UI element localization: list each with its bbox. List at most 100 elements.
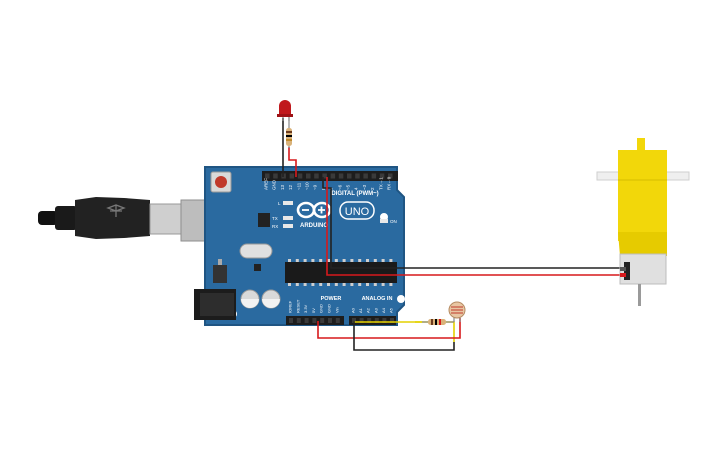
top-pin-label: GND <box>272 179 277 190</box>
chip-pin <box>358 283 362 286</box>
analog-pin-label: A3 <box>373 307 378 313</box>
chip-pin <box>366 283 369 286</box>
chip-pin <box>288 259 291 262</box>
top-pin-label: 12 <box>288 184 293 190</box>
header-pin[interactable] <box>388 173 393 179</box>
header-pin[interactable] <box>306 173 311 179</box>
tx-led-label: TX <box>272 216 278 221</box>
header-pin[interactable] <box>297 173 303 179</box>
top-pin-label: ~5 <box>346 184 351 190</box>
header-pin[interactable] <box>314 173 319 179</box>
analog-pin-label: A1 <box>358 307 363 313</box>
chip-pin <box>389 259 393 262</box>
header-pin[interactable] <box>371 173 377 179</box>
power-pin-label: 5V <box>311 308 316 313</box>
analog-pin[interactable] <box>352 318 356 323</box>
wires <box>282 118 622 351</box>
model-text: UNO <box>345 206 370 218</box>
power-pin[interactable] <box>335 318 340 323</box>
chip-pin <box>366 259 369 262</box>
ldr-power-wire[interactable] <box>317 318 461 339</box>
header-pin[interactable] <box>379 173 385 179</box>
header-pin[interactable] <box>363 173 368 179</box>
power-pin-label: RESET <box>295 299 300 313</box>
smd-component <box>254 264 261 271</box>
motor-ground-wire[interactable] <box>322 177 622 269</box>
header-pin[interactable] <box>265 173 270 179</box>
analog-pin[interactable] <box>374 318 379 323</box>
analog-pin-label: A4 <box>381 307 386 313</box>
power-pin[interactable] <box>328 318 332 323</box>
header-pin[interactable] <box>355 173 360 179</box>
chip-pin <box>319 283 323 286</box>
led-signal-wire[interactable] <box>288 147 297 177</box>
analog-pin[interactable] <box>359 318 364 323</box>
header-pin[interactable] <box>330 173 336 179</box>
power-pin-label: Vin <box>334 307 339 313</box>
usb-logo-icon <box>106 204 126 217</box>
power-pin[interactable] <box>304 318 309 323</box>
top-pin-label: ~11 <box>296 182 301 190</box>
top-pin-label: RX←0 <box>387 176 392 190</box>
red-led[interactable] <box>277 100 293 121</box>
header-pin[interactable] <box>289 173 295 179</box>
uno-badge <box>339 201 375 220</box>
digital-header-label: DIGITAL (PWM~) <box>331 191 378 197</box>
top-pin-label: 2 <box>370 187 375 190</box>
dc-gear-motor[interactable] <box>596 138 690 306</box>
power-led-label: ON <box>390 219 397 224</box>
top-pin-label: ~3 <box>362 184 367 190</box>
analog-pin[interactable] <box>367 318 372 323</box>
brand-text: ARDUINO <box>300 223 328 229</box>
chip-pin <box>334 283 338 286</box>
power-pin-label: IOREF <box>288 300 293 313</box>
chip-pin <box>303 259 307 262</box>
l-led-label: L <box>278 201 281 206</box>
power-pin[interactable] <box>289 318 293 323</box>
chip-pin <box>303 283 307 286</box>
motor-power-wire[interactable] <box>326 177 622 276</box>
chip-pin <box>381 259 385 262</box>
digital-header <box>262 171 398 181</box>
chip-pin <box>342 259 346 262</box>
power-pin[interactable] <box>312 318 317 323</box>
chip-pin <box>334 259 338 262</box>
crystal-oscillator <box>239 243 273 259</box>
header-pin[interactable] <box>322 173 327 179</box>
top-pin-label: 4 <box>354 187 359 190</box>
analog-header <box>349 316 396 325</box>
chip-pin <box>373 259 377 262</box>
analog-pin[interactable] <box>382 318 387 323</box>
chip-pin <box>319 259 323 262</box>
chip-pin <box>311 283 315 286</box>
arduino-logo-icon <box>296 201 332 219</box>
analog-pin-label: A0 <box>351 307 356 313</box>
chip-pin <box>295 283 299 286</box>
analog-pin[interactable] <box>390 318 394 323</box>
chip-pin <box>381 283 385 286</box>
header-pin[interactable] <box>347 173 352 179</box>
photoresistor[interactable] <box>448 301 466 322</box>
power-led <box>380 219 388 223</box>
header-pin[interactable] <box>338 173 344 179</box>
chip-pin <box>373 283 377 286</box>
power-pin[interactable] <box>320 318 325 323</box>
l-led <box>283 201 293 205</box>
led-resistor[interactable] <box>286 121 292 148</box>
top-pin-label: ~10 <box>305 182 310 190</box>
header-pin[interactable] <box>273 173 278 179</box>
chip-pin <box>295 259 299 262</box>
chip-pin <box>389 283 393 286</box>
usb-cable[interactable] <box>38 197 183 239</box>
top-pin-label: TX→1 <box>378 177 383 190</box>
top-pin-label: 13 <box>280 184 285 190</box>
ldr-ground-wire[interactable] <box>353 321 455 351</box>
analog-pin-label: A5 <box>389 307 394 313</box>
power-pin[interactable] <box>296 318 301 323</box>
atmega-chip <box>285 262 397 283</box>
reset-button-cap[interactable] <box>215 176 227 188</box>
ldr-resistor[interactable] <box>422 319 454 325</box>
chip-pin <box>327 259 330 262</box>
tx-led <box>283 216 293 220</box>
